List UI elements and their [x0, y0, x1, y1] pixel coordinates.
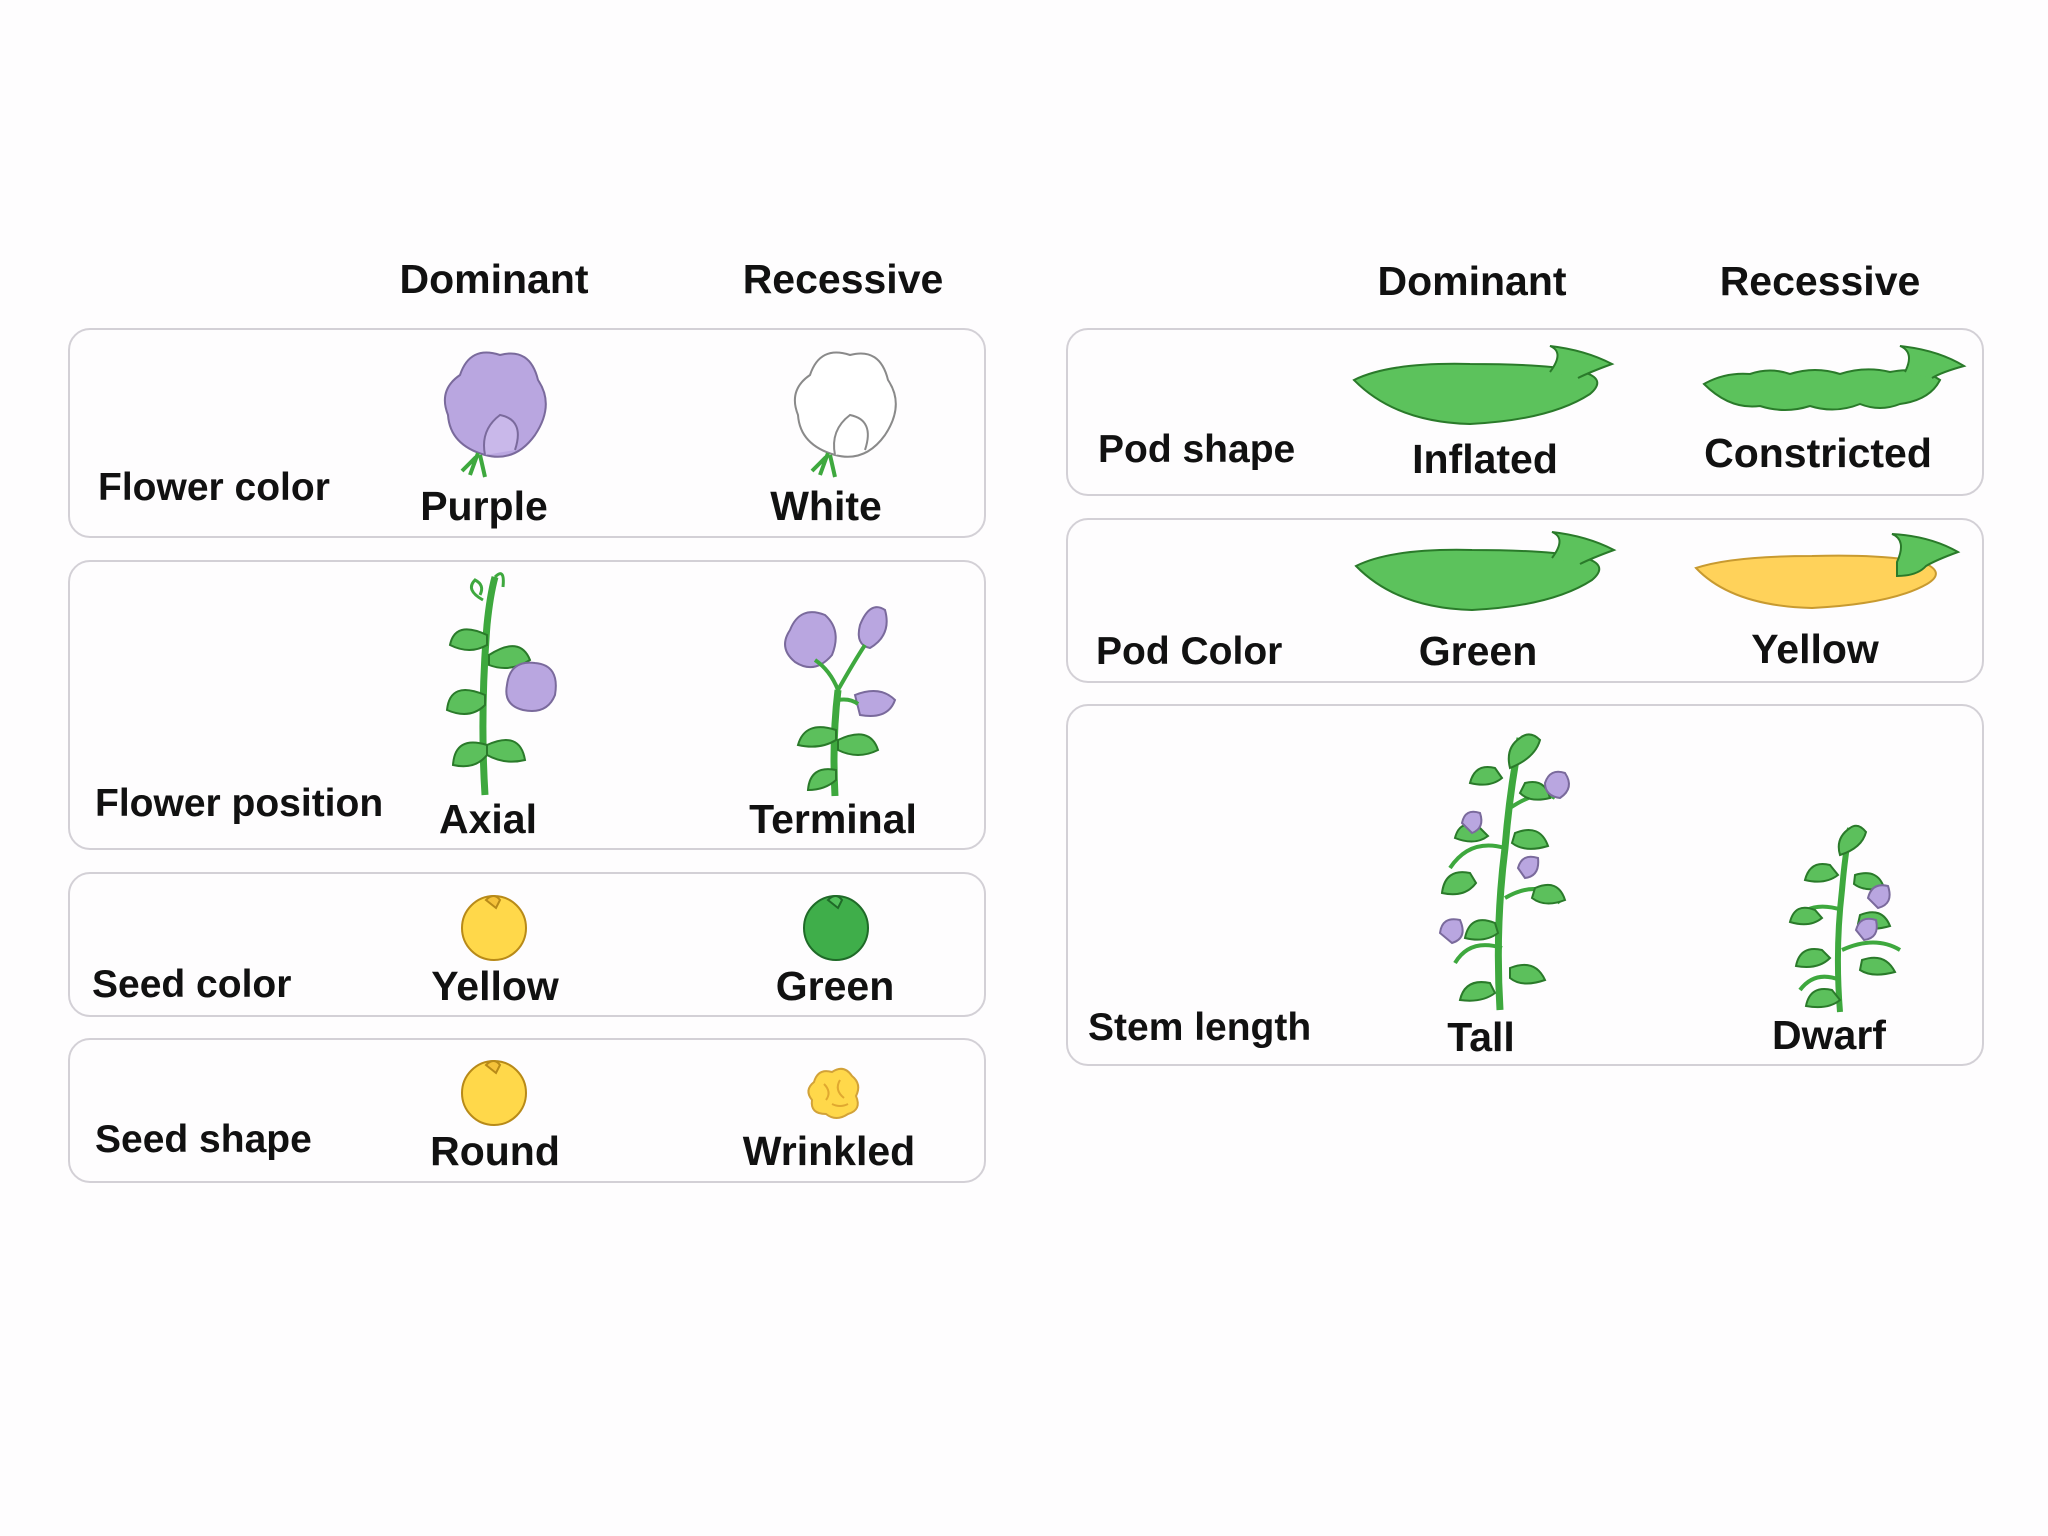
recessive-phenotype-label: Dwarf [1772, 1012, 1886, 1058]
trait-label: Seed shape [95, 1118, 312, 1161]
dominant-phenotype-label: Purple [420, 483, 548, 529]
white-flower-icon [794, 351, 897, 478]
recessive-phenotype-label: Yellow [1751, 626, 1879, 672]
dwarf-plant-icon [1788, 824, 1902, 1013]
recessive-phenotype-label: Constricted [1704, 430, 1932, 476]
inflated-pod-icon [1352, 345, 1615, 426]
trait-label: Pod Color [1096, 630, 1283, 673]
trait-label: Flower color [98, 466, 330, 509]
dominant-phenotype-label: Round [430, 1128, 560, 1174]
yellow-seed-icon [461, 895, 527, 961]
right-dominant-header: Dominant [1377, 258, 1567, 304]
dominant-phenotype-label: Tall [1447, 1014, 1515, 1060]
terminal-flower-plant-icon [784, 606, 897, 797]
dominant-phenotype-label: Axial [439, 796, 537, 842]
dominant-phenotype-label: Green [1418, 628, 1538, 674]
yellow-pod-icon [1694, 533, 1961, 610]
recessive-phenotype-label: Green [775, 963, 895, 1009]
trait-label: Flower position [95, 782, 384, 825]
left-dominant-header: Dominant [399, 256, 589, 302]
trait-label: Stem length [1088, 1006, 1312, 1049]
trait-label: Pod shape [1098, 428, 1296, 471]
wrinkled-seed-icon [807, 1067, 860, 1119]
recessive-phenotype-label: Wrinkled [742, 1128, 916, 1174]
trait-panel-pod-shape [1066, 328, 1984, 496]
purple-flower-icon [444, 351, 547, 478]
round-seed-icon [461, 1060, 527, 1126]
green-seed-icon [803, 895, 869, 961]
dominant-phenotype-label: Yellow [431, 963, 559, 1009]
recessive-phenotype-label: Terminal [749, 796, 917, 842]
constricted-pod-icon [1702, 345, 1967, 411]
tall-plant-icon [1438, 733, 1570, 1011]
trait-label: Seed color [92, 963, 292, 1006]
left-recessive-header: Recessive [742, 256, 944, 302]
axial-flower-plant-icon [445, 572, 557, 796]
right-recessive-header: Recessive [1719, 258, 1921, 304]
recessive-phenotype-label: White [770, 483, 882, 529]
green-pod-icon [1354, 531, 1617, 612]
dominant-phenotype-label: Inflated [1412, 436, 1558, 482]
